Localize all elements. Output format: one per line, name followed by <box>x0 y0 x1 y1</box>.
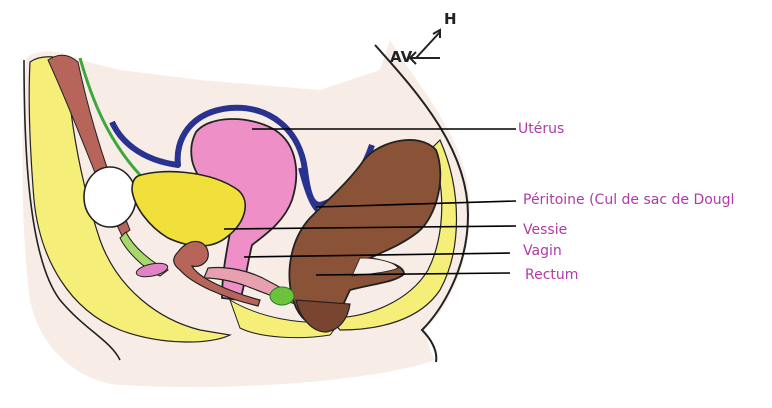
label-uterus: Utérus <box>518 121 564 137</box>
label-bladder: Vessie <box>523 222 567 238</box>
label-peritoneum: Péritoine (Cul de sac de Dougl <box>523 192 734 208</box>
pubic-bone <box>84 167 136 227</box>
label-vagina: Vagin <box>523 243 562 259</box>
compass-front-label: AV <box>390 48 413 66</box>
label-rectum: Rectum <box>525 267 578 283</box>
compass-up-arrow <box>416 32 440 58</box>
orientation-compass: H AV <box>390 10 457 66</box>
compass-up-label: H <box>444 10 457 28</box>
perineal-body <box>270 287 294 305</box>
